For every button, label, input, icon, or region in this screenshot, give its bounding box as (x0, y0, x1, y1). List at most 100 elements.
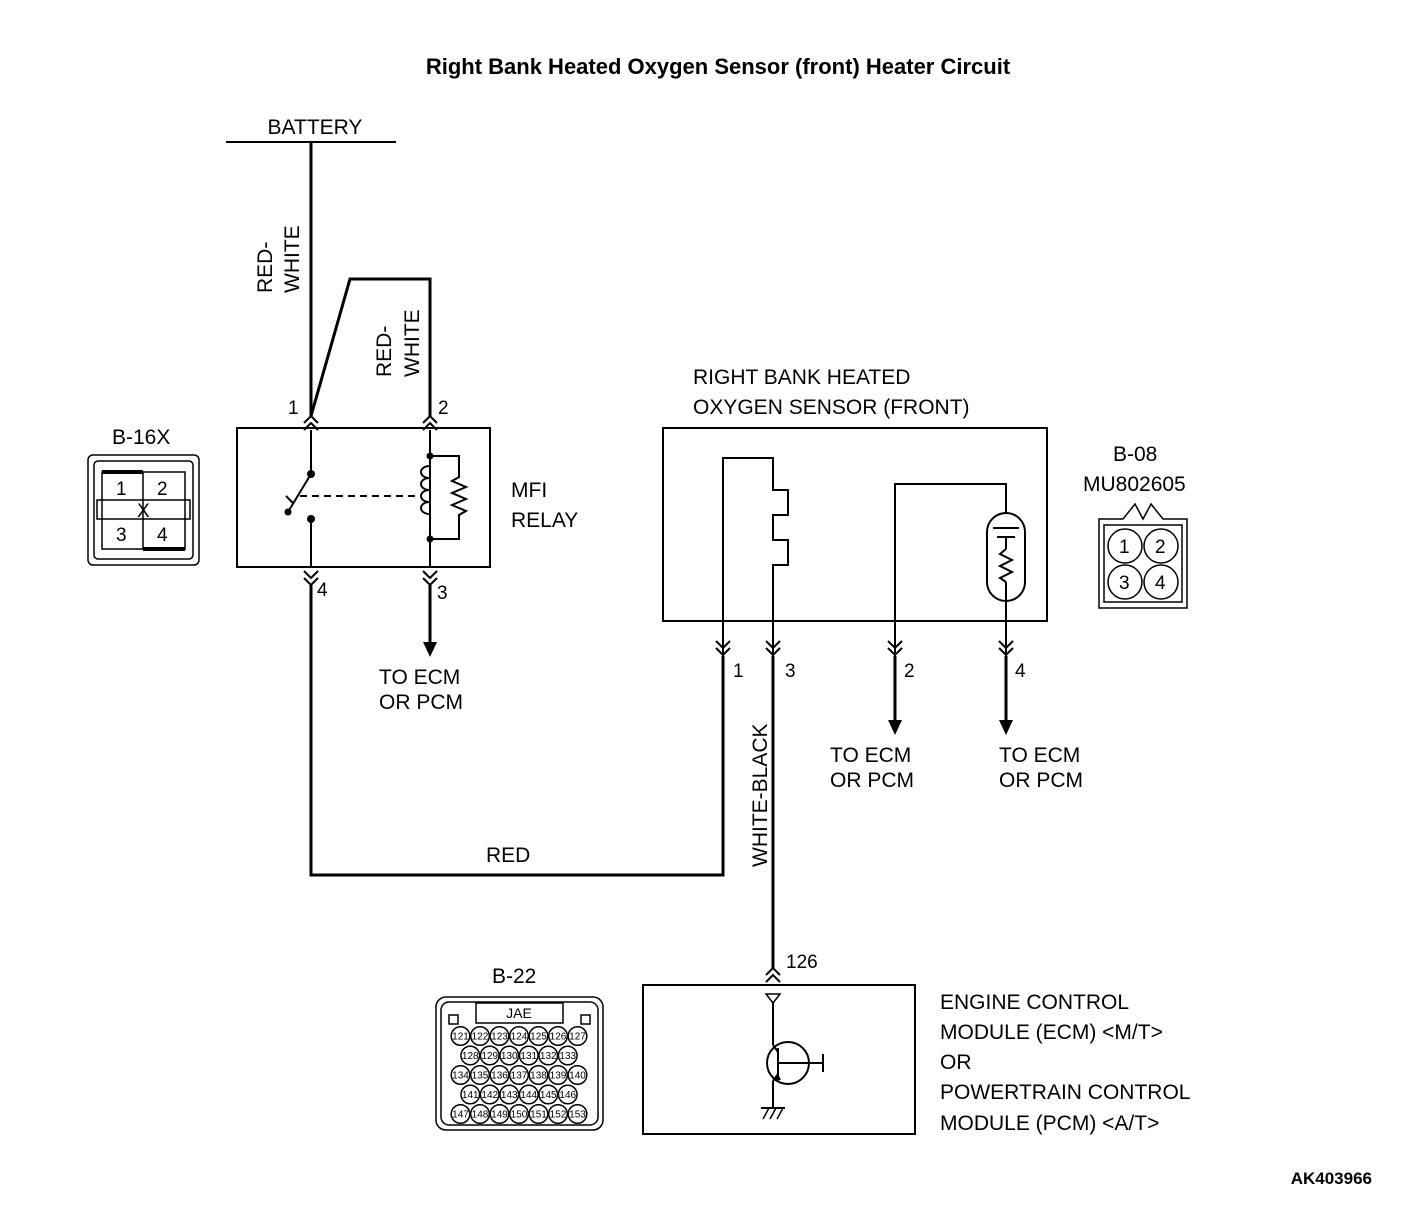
relay-name-line2: RELAY (511, 509, 578, 532)
ecm-label-line4: POWERTRAIN CONTROL (940, 1081, 1190, 1104)
to-ecm-label: OR PCM (379, 691, 463, 714)
b22-pin-label: 145 (540, 1090, 557, 1101)
ecm-module: ENGINE CONTROL MODULE (ECM) <M/T> OR POW… (642, 984, 1190, 1135)
b22-pin (508, 1025, 530, 1047)
b22-pin (547, 1103, 569, 1125)
b22-pin-label: 152 (550, 1110, 567, 1121)
b22-pin (567, 1103, 588, 1125)
to-ecm-label: OR PCM (830, 769, 914, 792)
b22-pin (450, 1064, 471, 1086)
b22-pin-label: 141 (462, 1090, 479, 1101)
b22-pin (460, 1084, 481, 1105)
b22-pin (479, 1084, 500, 1105)
wire-color-label: RED (486, 844, 530, 867)
b22-pin (567, 1064, 588, 1086)
b08-pin-1: 1 (1119, 537, 1130, 558)
b22-pin-label: 122 (472, 1032, 489, 1043)
connector-id: B-22 (492, 965, 536, 988)
to-ecm-label: OR PCM (999, 769, 1083, 792)
battery-feed: BATTERY (226, 116, 432, 417)
b22-pin (528, 1064, 549, 1086)
b22-pin-label: 142 (481, 1090, 498, 1101)
red-wire: RED (309, 585, 725, 877)
connector-id: B-16X (112, 426, 170, 449)
b16x-pin-3: 3 (116, 525, 127, 546)
sensor-pin-4: 4 (1015, 661, 1026, 682)
diagram-title: Right Bank Heated Oxygen Sensor (front) … (426, 54, 1011, 79)
relay-pin-1: 1 (288, 398, 299, 419)
b22-pin-label: 134 (452, 1071, 469, 1082)
b22-pin (489, 1103, 510, 1125)
figure-code: AK403966 (1291, 1169, 1372, 1188)
b22-pin (547, 1064, 569, 1086)
b22-pin-label: 150 (511, 1110, 528, 1121)
b22-pin (508, 1103, 530, 1125)
wire-color-label: WHITE (401, 309, 424, 377)
b22-pin (518, 1045, 539, 1066)
b22-pin-label: 151 (530, 1110, 547, 1121)
oxygen-sensor: RIGHT BANK HEATED OXYGEN SENSOR (FRONT) … (662, 366, 1048, 682)
b22-pin (469, 1025, 491, 1047)
b22-pin (499, 1084, 520, 1105)
b22-pin-label: 140 (569, 1071, 586, 1082)
b22-pin-label: 132 (540, 1051, 557, 1062)
b22-pin-label: 147 (452, 1110, 469, 1121)
wire-color-label: WHITE-BLACK (749, 723, 772, 867)
connector-b16x: B-16X 1 2 X 3 4 (87, 426, 200, 566)
ecm-pin-126: 126 (786, 952, 818, 973)
connector-maker: JAE (506, 1005, 532, 1021)
b22-pin-label: 135 (472, 1071, 489, 1082)
b22-pin-label: 124 (511, 1032, 528, 1043)
relay-pin-2: 2 (438, 398, 449, 419)
b16x-pin-4: 4 (157, 525, 168, 546)
b22-pin (469, 1103, 491, 1125)
b16x-pin-1: 1 (116, 479, 127, 500)
b22-pin-label: 144 (520, 1090, 537, 1101)
to-ecm-label: TO ECM (999, 744, 1080, 767)
relay-pin-4: 4 (317, 580, 328, 601)
relay-pin-3: 3 (437, 583, 448, 604)
b22-pin-label: 131 (520, 1051, 537, 1062)
connector-id: B-08 (1113, 443, 1157, 466)
b22-pin (528, 1025, 549, 1047)
b22-pin-label: 137 (511, 1071, 528, 1082)
b22-pin-label: 153 (569, 1110, 586, 1121)
b22-pin (547, 1025, 569, 1047)
sensor-pin-1: 1 (733, 661, 744, 682)
b22-pin (508, 1064, 530, 1086)
ecm-label-line2: MODULE (ECM) <M/T> (940, 1021, 1163, 1044)
sensor-pin-2: 2 (904, 661, 915, 682)
to-ecm-label: TO ECM (379, 666, 460, 689)
b22-pin (538, 1045, 559, 1066)
battery-label: BATTERY (268, 116, 363, 139)
relay-to-ecm: TO ECM OR PCM (379, 585, 463, 714)
b22-pin (518, 1084, 539, 1105)
b16x-pin-2: 2 (157, 479, 168, 500)
wire-color-label: WHITE (281, 225, 304, 293)
b22-pin-label: 143 (501, 1090, 518, 1101)
b22-pin-label: 149 (491, 1110, 508, 1121)
b22-pin-label: 133 (559, 1051, 576, 1062)
b08-pin-4: 4 (1155, 573, 1166, 594)
wire-color-label: RED- (373, 326, 396, 377)
relay-name-line1: MFI (511, 479, 547, 502)
wire-color-label: RED- (254, 242, 277, 293)
to-ecm-label: TO ECM (830, 744, 911, 767)
b22-pin-label: 126 (550, 1032, 567, 1043)
b22-pin-label: 127 (569, 1032, 586, 1043)
b22-pin (538, 1084, 559, 1105)
b22-pin (460, 1045, 481, 1066)
b22-pin-label: 123 (491, 1032, 508, 1043)
wire-label-red-white-relay: RED- WHITE (373, 309, 424, 377)
ecm-label-line1: ENGINE CONTROL (940, 991, 1129, 1014)
ecm-label-line5: MODULE (PCM) <A/T> (940, 1112, 1159, 1135)
b22-pin (450, 1025, 471, 1047)
sensor-name-line2: OXYGEN SENSOR (FRONT) (693, 396, 970, 419)
b22-pin-label: 121 (452, 1032, 469, 1043)
b22-pin (557, 1045, 578, 1066)
b22-pin (499, 1045, 520, 1066)
sensor-to-ecm: TO ECM OR PCM TO ECM OR PCM (830, 656, 1083, 792)
